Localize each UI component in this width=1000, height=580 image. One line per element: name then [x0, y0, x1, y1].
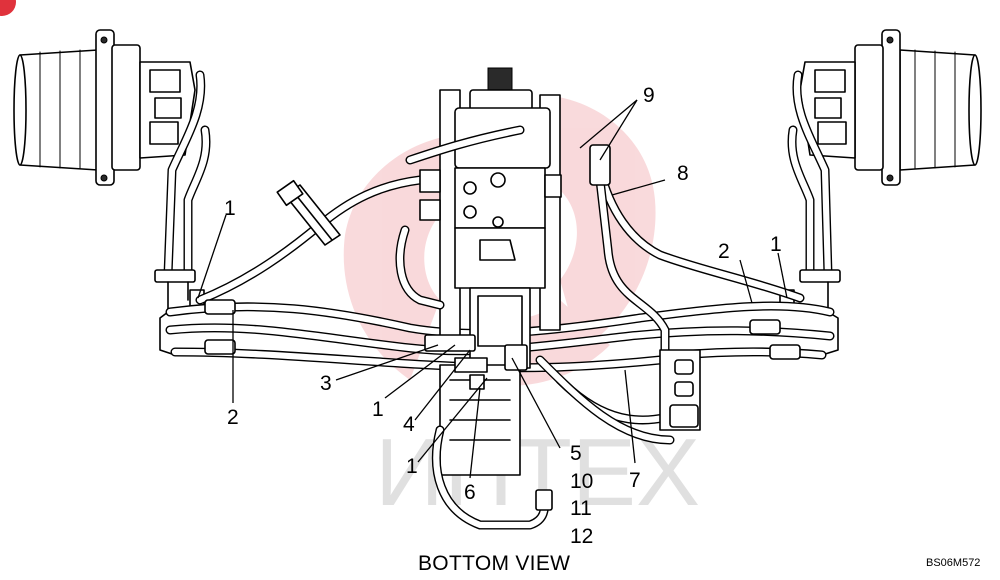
main-pump-assembly: [395, 67, 562, 530]
callout-4: 4: [403, 413, 415, 436]
callout-labels: 1 1 1 1 2 2 3 4 5 6 7 8 9 10 11 12: [224, 84, 782, 548]
right-control-valve: [659, 349, 701, 431]
callout-3: 3: [320, 372, 332, 395]
callout-12: 12: [570, 525, 593, 548]
leader-lines: [197, 99, 788, 479]
callout-2-left: 2: [227, 406, 239, 429]
callout-5: 5: [570, 442, 582, 465]
left-travel-motor: [13, 29, 196, 186]
callout-9: 9: [643, 84, 655, 107]
callout-8: 8: [677, 162, 689, 185]
view-caption: BOTTOM VIEW: [418, 552, 570, 575]
left-accumulator: [276, 179, 341, 246]
callout-1-right-top: 1: [770, 233, 782, 256]
callout-1-low: 1: [406, 455, 418, 478]
callout-10: 10: [570, 470, 593, 493]
callout-1-mid-left: 1: [372, 398, 384, 421]
right-drive-tubes: [779, 70, 841, 356]
drawing-code: BS06M572: [926, 557, 980, 569]
corner-marker: [0, 0, 16, 16]
callout-1-left-top: 1: [224, 197, 236, 220]
callout-7: 7: [629, 469, 641, 492]
callout-2-right: 2: [718, 240, 730, 263]
right-travel-motor: [799, 29, 982, 186]
callout-11: 11: [570, 497, 592, 520]
left-drive-tubes: [154, 70, 211, 356]
callout-6: 6: [464, 481, 476, 504]
